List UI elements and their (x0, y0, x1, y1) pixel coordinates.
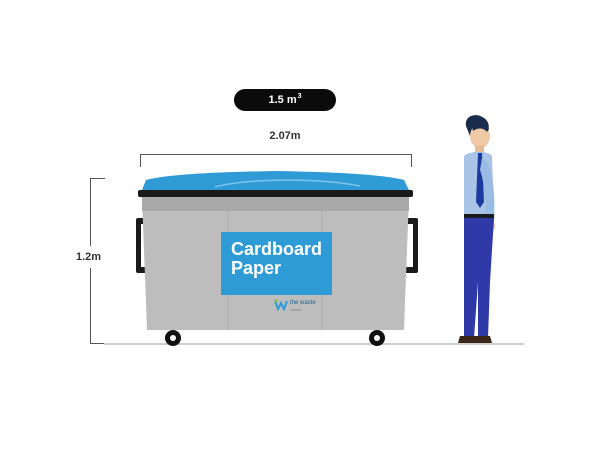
height-dimension-tick-top (90, 178, 105, 179)
volume-value: 1.5 m (268, 94, 297, 106)
person-trousers (464, 218, 494, 338)
height-dimension-line-lower (90, 268, 91, 344)
height-dimension-line (90, 178, 91, 246)
width-dimension-tick-left (140, 154, 141, 167)
brand-subtitle: network (290, 308, 303, 312)
brand-name: the waste (290, 300, 316, 306)
bin-label-line2: Paper (231, 258, 282, 278)
width-dimension-line (140, 154, 412, 155)
brand-logo-icon (274, 299, 288, 311)
person-scale-figure (458, 115, 495, 343)
volume-superscript: 3 (297, 92, 302, 100)
bin-rim (138, 190, 413, 197)
width-dimension-tick-right (411, 154, 412, 167)
bin-label-line1: Cardboard (231, 239, 323, 259)
height-label: 1.2m (76, 251, 102, 263)
bin-top-band (142, 197, 409, 211)
height-dimension-tick-bottom (90, 343, 105, 344)
person-arm (480, 158, 495, 224)
bin-lid-highlight (214, 179, 361, 188)
person-shoe-right (474, 336, 492, 343)
bin-wheel-left (165, 330, 181, 346)
bin-label: Cardboard Paper (221, 232, 332, 295)
width-label: 2.07m (269, 130, 301, 142)
bin-wheel-right (369, 330, 385, 346)
ground-line (104, 343, 524, 345)
person-shoe-left (458, 336, 476, 343)
